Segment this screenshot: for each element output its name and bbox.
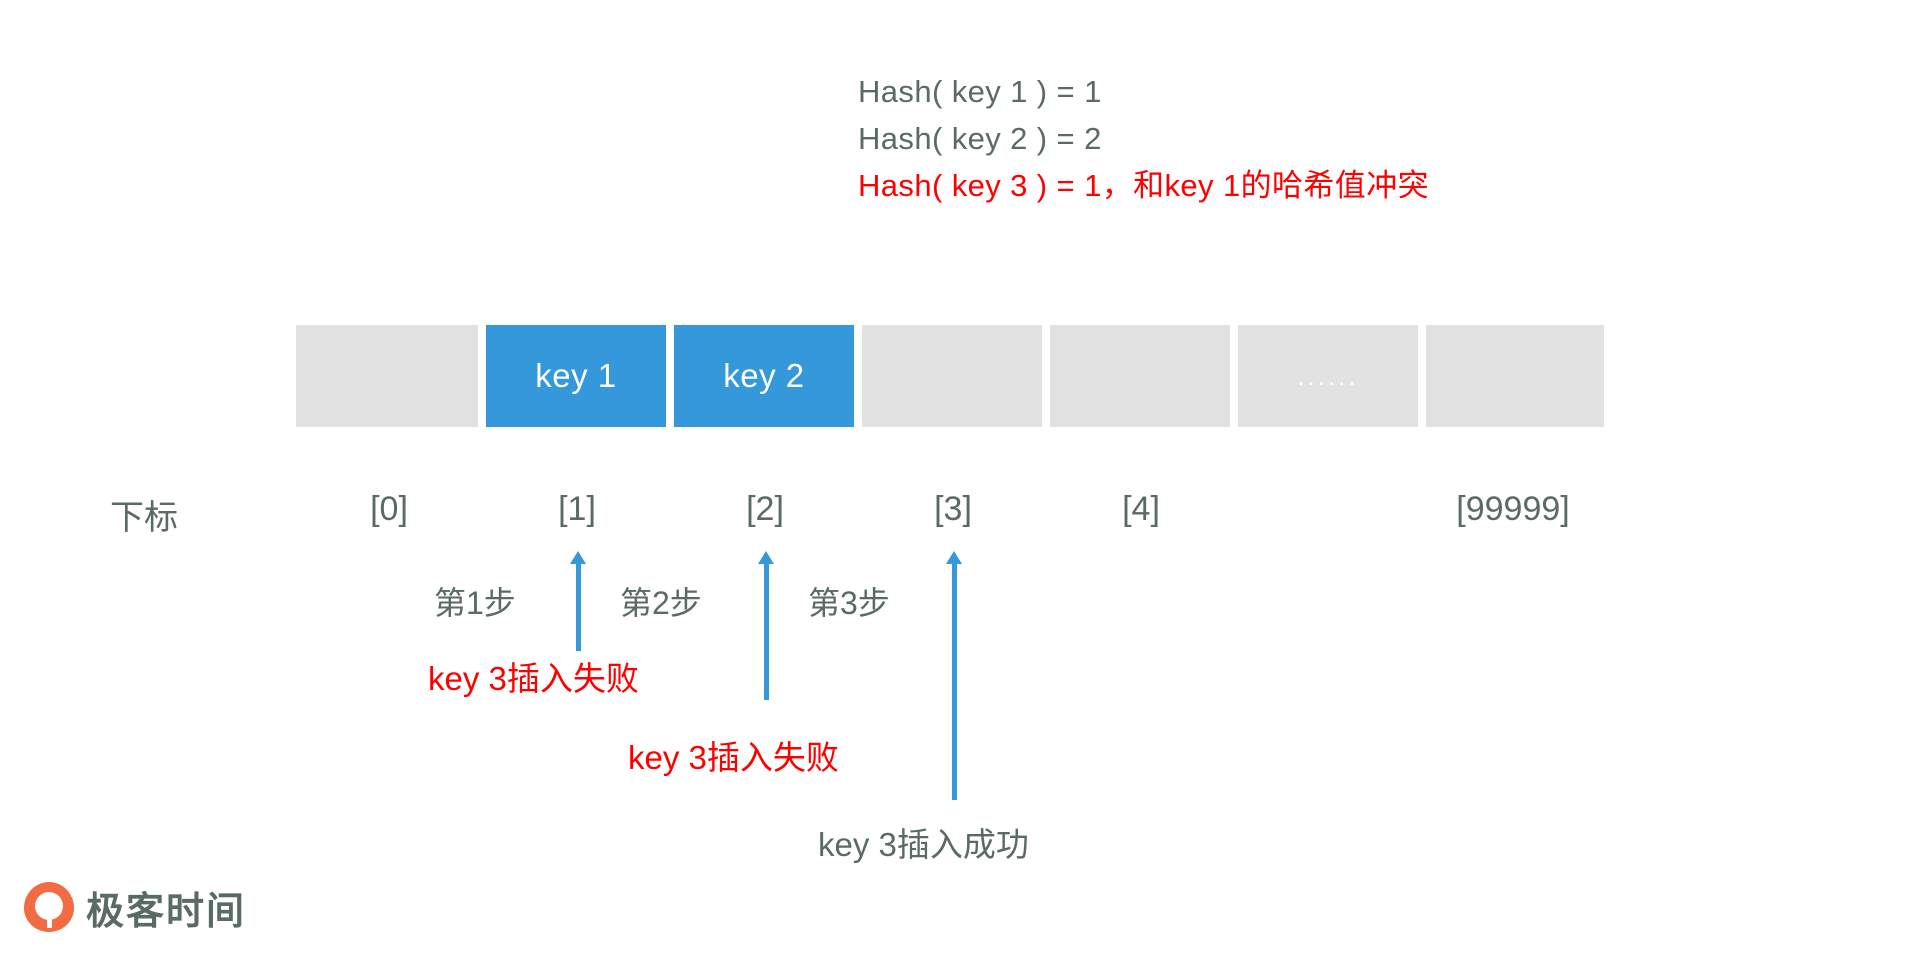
arrow-head-icon	[758, 551, 774, 564]
step-label-3: 第3步	[808, 585, 890, 621]
hash-formula-block: Hash( key 1 ) = 1 Hash( key 2 ) = 2 Hash…	[858, 68, 1429, 209]
array-cell-2[interactable]: key 2	[673, 325, 854, 427]
index-label-4: [4]	[1122, 490, 1160, 528]
brand-logo: 极客时间	[24, 880, 246, 935]
annotation-insert-fail-1: key 3插入失败	[428, 660, 639, 697]
arrow-to-index-2	[758, 551, 774, 700]
hash-formula-line-2: Hash( key 2 ) = 2	[858, 121, 1102, 157]
array-cell-5-ellipsis[interactable]: ......	[1237, 325, 1418, 427]
hash-formula-line-1: Hash( key 1 ) = 1	[858, 74, 1102, 109]
geekbang-pin-icon	[24, 881, 74, 934]
array-cell-5-label: ......	[1297, 360, 1359, 391]
index-label-99999: [99999]	[1456, 490, 1570, 528]
arrow-shaft	[576, 562, 581, 651]
array-cell-1[interactable]: key 1	[485, 325, 666, 427]
arrow-shaft	[764, 562, 769, 700]
brand-logo-text: 极客时间	[86, 891, 247, 933]
array-cell-3[interactable]	[861, 325, 1042, 427]
index-label-1: [1]	[558, 490, 596, 528]
index-label-3: [3]	[934, 490, 972, 528]
array-cell-1-label: key 1	[535, 357, 617, 394]
index-row-caption: 下标	[110, 499, 178, 537]
annotation-insert-fail-2: key 3插入失败	[628, 739, 839, 776]
arrow-to-index-1	[570, 551, 586, 651]
hash-formula-line-3-collision: Hash( key 3 ) = 1，和key 1的哈希值冲突	[858, 168, 1429, 204]
index-label-2: [2]	[746, 490, 784, 528]
index-label-0: [0]	[370, 490, 408, 528]
pin-stem	[47, 897, 52, 928]
arrow-shaft	[952, 562, 957, 800]
hash-table-array: key 1 key 2 ......	[296, 325, 1604, 427]
annotation-insert-success: key 3插入成功	[818, 826, 1029, 863]
step-label-1: 第1步	[434, 585, 516, 621]
array-cell-6[interactable]	[1425, 325, 1604, 427]
step-label-2: 第2步	[620, 585, 702, 621]
index-row: [0] [1] [2] [3] [4] [99999]	[296, 490, 1604, 536]
array-cell-4[interactable]	[1049, 325, 1230, 427]
array-cell-2-label: key 2	[723, 357, 805, 394]
arrow-head-icon	[570, 551, 586, 564]
array-cell-0[interactable]	[296, 325, 478, 427]
arrow-to-index-3	[946, 551, 962, 800]
arrow-head-icon	[946, 551, 962, 564]
